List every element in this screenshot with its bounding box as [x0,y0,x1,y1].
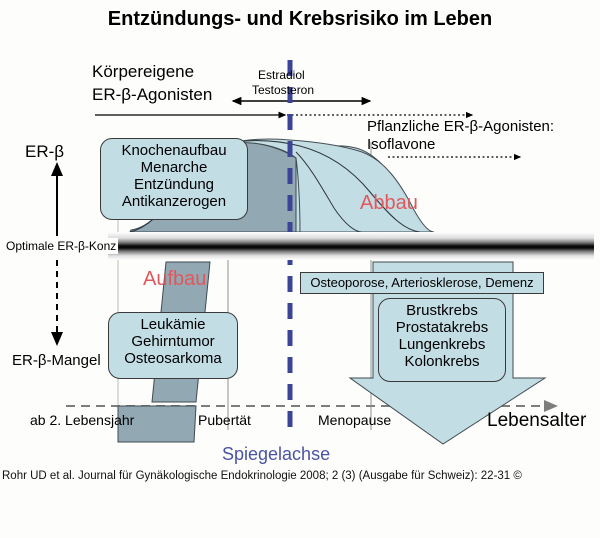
optimal-concentration-label: Optimale ER-β-Konz [4,238,119,254]
box-line-brustkrebs: Brustkrebs [406,302,478,319]
x-axis-title: Lebensalter [487,410,587,431]
box-line-leukaemie: Leukämie [140,316,206,333]
abbau-label: Abbau [360,192,418,214]
timeline-label-pubertaet: Pubertät [198,412,251,428]
timeline-label-ab-2-lebensjahr: ab 2. Lebensjahr [30,412,135,428]
degenerative-diseases-box: Osteoporose, Arteriosklerose, Demenz [300,272,544,294]
aufbau-label: Aufbau [143,268,207,290]
box-line-prostatakrebs: Prostatakrebs [395,319,489,336]
pediatric-cancers-box: Leukämie Gehirntumor Osteosarkoma [108,312,238,379]
adult-cancers-box: Brustkrebs Prostatakrebs Lungenkrebs Kol… [378,298,506,382]
box-line-knochenaufbau: Knochenaufbau [121,142,227,159]
beneficial-effects-box: Knochenaufbau Menarche Entzündung Antika… [100,138,248,220]
endogenous-agonists-label-line2: ER-β-Agonisten [92,85,213,104]
citation-text: Rohr UD et al. Journal für Gynäkologisch… [2,470,522,482]
box-line-kolonkrebs: Kolonkrebs [404,353,480,370]
y-axis-top-label: ER-β [25,142,65,161]
childhood-block [117,405,197,443]
box-line-lungenkrebs: Lungenkrebs [398,336,486,353]
mirror-axis-label: Spiegelachse [222,444,331,464]
box-line-gehirntumor: Gehirntumor [131,333,215,350]
optimal-concentration-band [108,232,594,260]
testosteron-label: Testosteron [252,83,315,97]
curve-bell-top [227,138,435,233]
endogenous-agonists-label-line1: Körpereigene [92,62,195,81]
box-line-osteosarkoma: Osteosarkoma [124,350,222,367]
estradiol-label: Estradiol [258,68,305,82]
bell-inner-descending-line [295,151,363,233]
box-line-menarche: Menarche [140,159,208,176]
page-title: Entzündungs- und Krebsrisiko im Leben [107,8,493,30]
timeline-label-menopause: Menopause [318,412,392,428]
y-axis-bottom-label: ER-β-Mangel [12,352,101,369]
plant-agonists-label-line1: Pflanzliche ER-β-Agonisten: [367,118,555,135]
plant-agonists-label-line2: Isoflavone [367,136,436,153]
box-line-entzuendung: Entzündung [133,176,215,193]
box-line-antikanzerogen: Antikanzerogen [121,193,227,210]
